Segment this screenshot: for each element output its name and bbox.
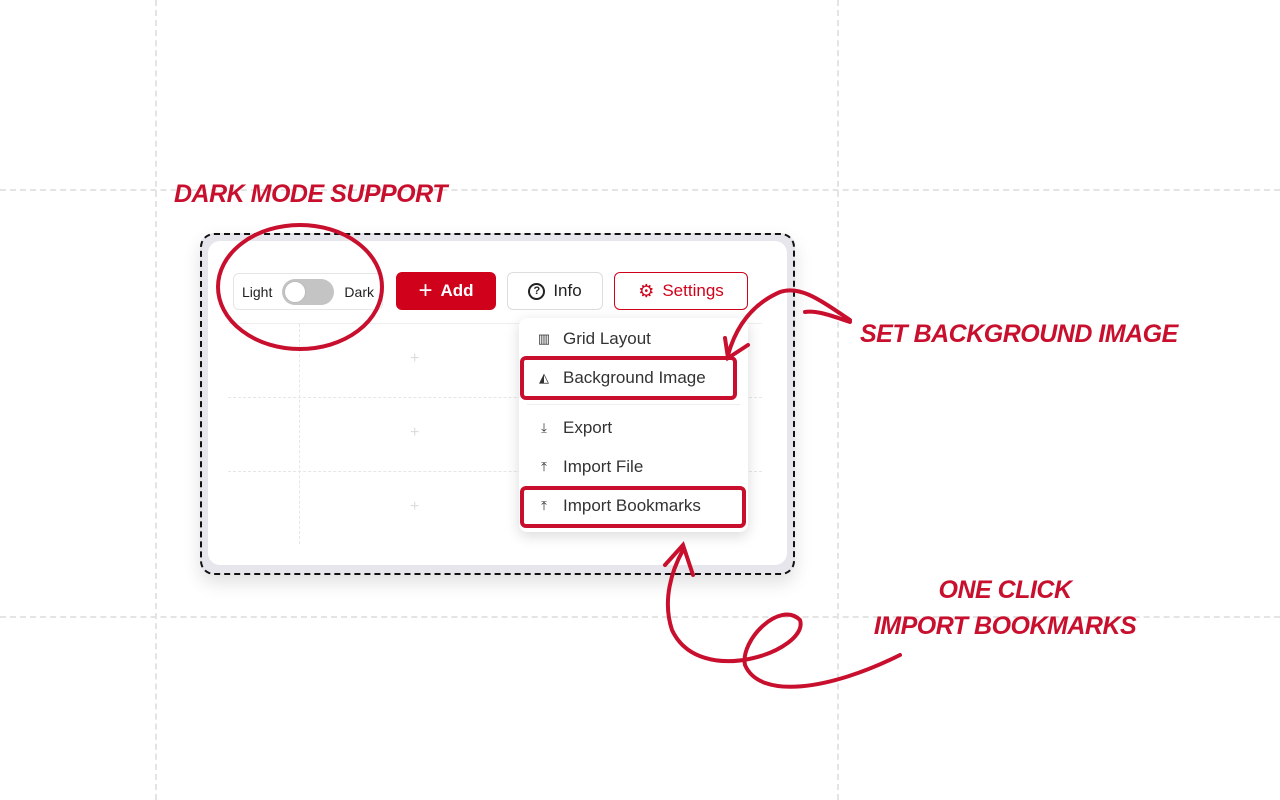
help-circle-icon: ? <box>528 282 546 300</box>
add-slot-icon[interactable]: + <box>410 498 420 515</box>
gear-icon: ⚙ <box>638 280 655 301</box>
upload-icon: ⤒ <box>541 459 547 474</box>
highlight-box <box>520 356 737 400</box>
add-slot-icon[interactable]: + <box>410 350 420 367</box>
switch-knob <box>284 280 307 303</box>
theme-switch[interactable] <box>282 278 335 305</box>
info-button[interactable]: ? Info <box>507 272 603 310</box>
grid-line <box>228 397 762 398</box>
annotation-bookmarks-2: Import bookmarks <box>873 612 1137 640</box>
menu-separator <box>527 404 740 405</box>
grid-line <box>299 324 300 544</box>
arrow-line <box>726 288 852 357</box>
light-label: Light <box>242 283 273 300</box>
annotation-dark-mode: Dark mode support <box>174 180 448 208</box>
info-label: Info <box>553 281 582 300</box>
guide-line <box>837 0 839 800</box>
dark-label: Dark <box>344 283 374 300</box>
settings-label: Settings <box>662 281 724 300</box>
paint-bucket-icon: ◭ <box>539 370 549 385</box>
toolbar-divider <box>228 323 762 324</box>
add-label: Add <box>440 281 474 300</box>
menu-item-import-file[interactable]: ⤒ Import File <box>537 457 643 477</box>
layout-icon: ▥ <box>537 331 551 346</box>
menu-item-export[interactable]: ⤓ Export <box>537 418 612 438</box>
menu-item-label: Import Bookmarks <box>563 496 701 515</box>
annotation-bookmarks-1: One click <box>938 576 1073 604</box>
upload-icon: ⤒ <box>541 498 547 513</box>
guide-line <box>155 0 157 800</box>
grid-line <box>228 471 762 472</box>
annotation-background: Set background image <box>860 320 1178 348</box>
highlight-box <box>520 486 746 528</box>
arrow-head <box>663 541 695 577</box>
settings-button[interactable]: ⚙ Settings <box>614 272 748 310</box>
menu-item-label: Export <box>563 418 613 437</box>
menu-item-background-image[interactable]: ◭ Background Image <box>537 368 706 388</box>
arrow-line <box>665 548 902 689</box>
menu-item-import-bookmarks[interactable]: ⤒ Import Bookmarks <box>537 496 701 516</box>
add-slot-icon[interactable]: + <box>410 424 420 441</box>
plus-icon: + <box>418 277 433 304</box>
highlight-circle <box>216 223 384 351</box>
settings-menu: ▥ Grid Layout ◭ Background Image ⤓ Export ⤒… <box>519 318 748 532</box>
arrow-line <box>803 309 852 324</box>
download-icon: ⤓ <box>541 420 547 435</box>
menu-item-label: Import File <box>563 457 644 476</box>
arrow-head <box>723 336 750 362</box>
add-button[interactable]: + Add <box>396 272 496 310</box>
menu-item-label: Grid Layout <box>563 329 651 348</box>
menu-item-label: Background Image <box>563 368 706 387</box>
theme-toggle[interactable]: Light Dark <box>233 273 383 310</box>
guide-line <box>0 189 1280 191</box>
menu-item-grid-layout[interactable]: ▥ Grid Layout <box>537 329 651 349</box>
guide-line <box>0 616 1280 618</box>
